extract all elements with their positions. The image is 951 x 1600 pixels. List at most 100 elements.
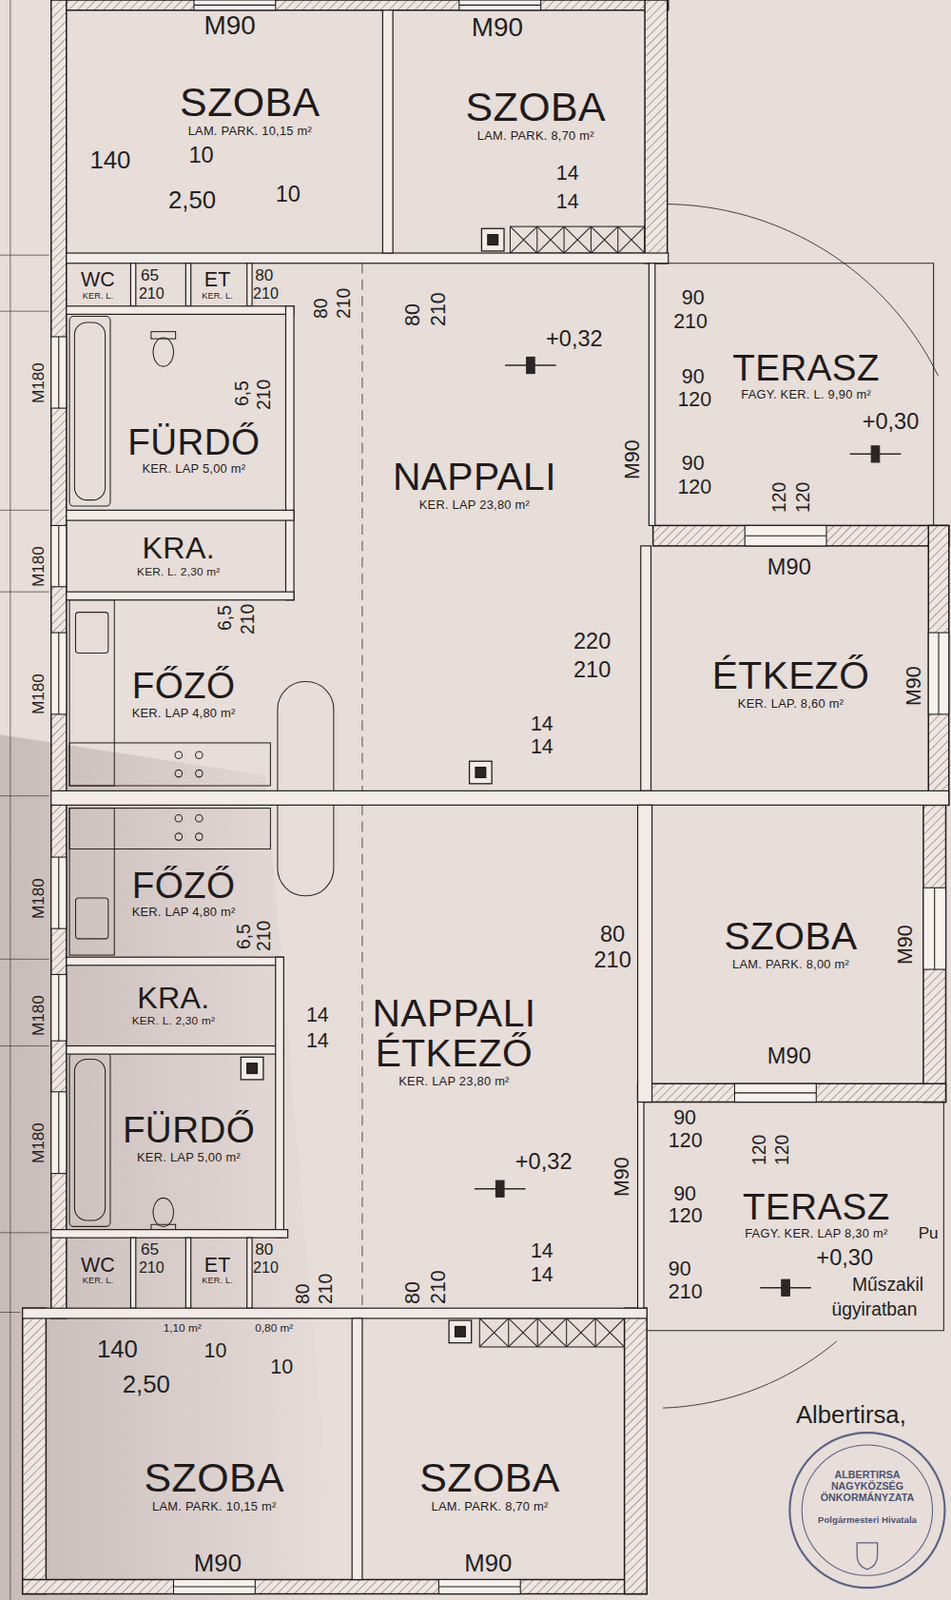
dimension-label: 10: [275, 183, 301, 207]
dimension-label: 90: [668, 1259, 692, 1280]
dimension-label: 210: [334, 288, 353, 319]
room-name: NAPPALI ÉTKEZŐ: [351, 992, 557, 1075]
window-glass: [58, 632, 59, 715]
floor-finish: LAM. PARK. 8,70 m²: [419, 1498, 561, 1514]
dimension-line: [0, 1231, 49, 1233]
dimension-line: [0, 1045, 49, 1047]
wardrobe-cross: [590, 226, 618, 253]
floor-finish: KER. LAP 4,80 m²: [132, 705, 236, 721]
dimension-label: 6,5: [234, 923, 253, 950]
dimension-label: 120: [794, 481, 813, 512]
outer-wall: [923, 804, 947, 1102]
dimension-label: 90: [673, 1183, 697, 1204]
floor-finish: KER. L.: [201, 291, 233, 302]
floor-finish: LAM. PARK. 8,00 m²: [723, 956, 857, 972]
dimension-label: 120: [677, 477, 712, 498]
floor-finish: LAM. PARK. 8,70 m²: [465, 128, 607, 144]
walls: [22, 0, 950, 1594]
dimension-label: 0,80 m²: [254, 1322, 293, 1335]
dimension-line: [0, 254, 49, 256]
stove-burner: [174, 751, 183, 759]
stove-burner: [195, 769, 204, 777]
floor-finish: KER. L. 2,30 m²: [132, 1013, 215, 1029]
window: [51, 1091, 67, 1174]
window-glass: [937, 632, 939, 715]
partition-wall: [66, 956, 284, 966]
note-text: Pu: [918, 1224, 939, 1242]
chimney: [469, 760, 493, 784]
chimney: [481, 228, 505, 252]
wardrobe-cross: [479, 1318, 508, 1347]
dimension-label: 90: [681, 367, 705, 388]
window-code: M180: [30, 994, 47, 1036]
outer-wall: [22, 1307, 47, 1593]
toilet: [153, 337, 174, 367]
room-label-box: FÜRDŐKER. LAP 5,00 m²: [127, 423, 260, 478]
dimension-label: 14: [306, 1005, 330, 1026]
dimension-label: 80: [254, 267, 273, 284]
room-label-box: FŐZŐKER. LAP 4,80 m²: [132, 666, 236, 721]
room-label-box: NAPPALI ÉTKEZŐKER. LAP 23,80 m²: [351, 992, 557, 1090]
dimension-label: 80: [311, 297, 330, 318]
room-name: SZOBA: [465, 85, 607, 129]
window: [51, 973, 67, 1041]
kitchen-sink: [76, 897, 109, 939]
floor-finish: KER. LAP 5,00 m²: [127, 461, 260, 477]
stamp-text: ALBERTIRSA NAGYKÖZSÉG ÖNKORMÁNYZATA: [806, 1469, 930, 1503]
dimension-label: 220: [573, 630, 611, 654]
dimension-label: 210: [573, 659, 611, 682]
dimension-label: 65: [140, 1241, 159, 1258]
margin-lines: [0, 0, 49, 1600]
partition-wall: [66, 252, 669, 264]
outer-wall: [22, 1579, 647, 1594]
bathtub: [69, 316, 111, 507]
dimension-label: 80: [600, 923, 625, 947]
room-name: KRA.: [132, 982, 215, 1015]
margin-line: [9, 0, 11, 1600]
room-name: SZOBA: [419, 1455, 561, 1499]
dimension-label: 140: [89, 148, 131, 174]
dimension-label: 210: [668, 1281, 703, 1302]
dimension-label: 120: [668, 1205, 703, 1226]
stamp-ring: [801, 1444, 932, 1575]
floor-finish: KER. L.: [80, 291, 116, 302]
chimney-flue: [247, 1063, 258, 1074]
window: [928, 632, 949, 715]
window-code: M90: [895, 924, 916, 965]
partition-wall: [51, 790, 950, 805]
floor-finish: FAGY. KER. LAP 8,30 m²: [742, 1225, 891, 1242]
wardrobe-cross: [537, 1318, 566, 1347]
dimension-label: 210: [252, 1259, 279, 1275]
level-marker: [871, 446, 880, 463]
wardrobe-cross: [537, 226, 564, 253]
floor-finish: KER. L.: [201, 1275, 233, 1286]
level-marker: [526, 356, 536, 373]
wardrobe-cross: [509, 226, 537, 253]
windows: [51, 0, 950, 1594]
room-label-box: NAPPALIKER. LAP 23,80 m²: [392, 456, 557, 513]
room-name: FŐZŐ: [132, 666, 236, 706]
window-glass: [58, 856, 59, 929]
window-code: M90: [471, 14, 524, 41]
photo-shadow: [0, 734, 337, 1600]
window: [173, 1579, 255, 1594]
window: [923, 887, 947, 970]
window: [51, 856, 67, 929]
dimension-label: 14: [306, 1030, 330, 1051]
room-name: KRA.: [136, 532, 220, 565]
room-name: FŐZŐ: [132, 866, 236, 906]
dimension-label: 80: [403, 1280, 424, 1304]
window: [51, 632, 67, 715]
floor-finish: KER. LAP 5,00 m²: [122, 1149, 255, 1165]
outer-wall: [644, 0, 668, 264]
room-label-box: WCKER. L.: [80, 269, 116, 302]
window-code: M90: [904, 666, 925, 707]
dimension-label: 80: [254, 1241, 273, 1258]
window-glass: [173, 1586, 255, 1588]
room-label-box: ETKER. L.: [201, 1254, 233, 1287]
dimension-line: [0, 1311, 20, 1313]
outer-wall: [638, 1083, 947, 1102]
stove-burner: [174, 833, 183, 841]
window: [459, 0, 542, 11]
